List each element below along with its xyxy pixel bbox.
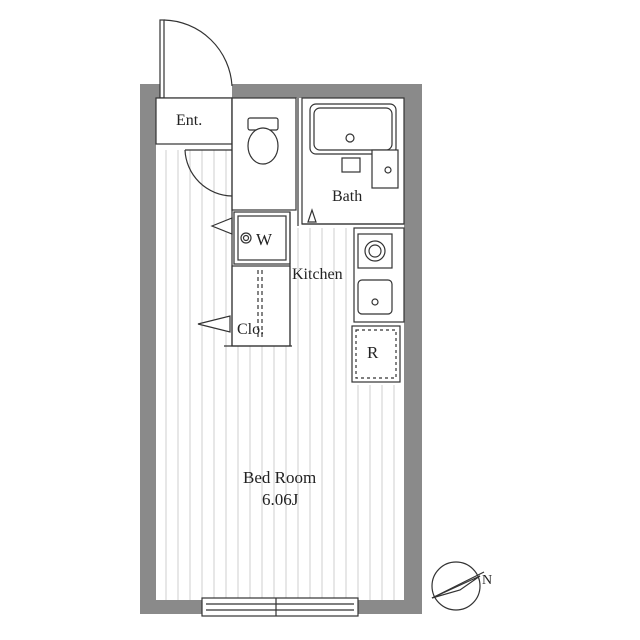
entrance-area <box>155 97 233 197</box>
bath-label: Bath <box>332 188 362 205</box>
refrigerator-label: R <box>367 343 379 362</box>
entrance-label: Ent. <box>176 112 202 129</box>
window <box>201 597 359 617</box>
compass-north-label: N <box>482 573 492 588</box>
kitchen-counter <box>353 227 405 323</box>
closet-label: Clo. <box>237 321 264 338</box>
compass-icon <box>431 561 485 611</box>
washer-label: W <box>256 230 273 249</box>
refrigerator <box>351 325 401 383</box>
bath-room <box>301 97 405 225</box>
kitchen-label: Kitchen <box>292 266 343 283</box>
bedroom-label: Bed Room <box>243 468 316 487</box>
outer-walls <box>140 84 422 614</box>
interior-walls <box>231 98 404 346</box>
bedroom-size: 6.06J <box>262 490 299 509</box>
washer-space <box>210 211 291 265</box>
entrance-door <box>159 19 233 99</box>
toilet-room <box>231 97 297 211</box>
